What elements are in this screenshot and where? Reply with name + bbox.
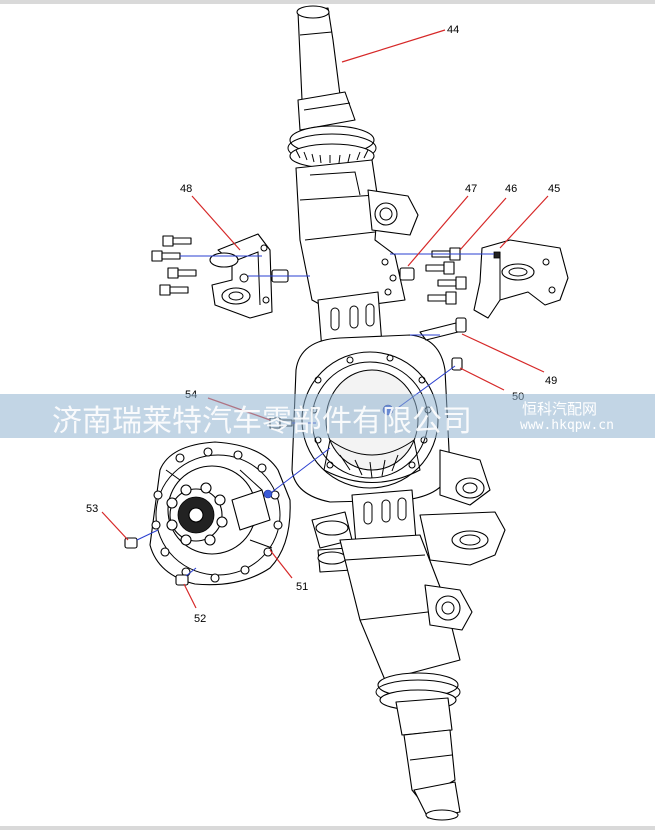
watermark-site: www.hkqpw.cn <box>520 418 614 433</box>
callout-52: 52 <box>194 613 206 625</box>
bolt-53 <box>124 537 138 549</box>
bottom-border <box>0 826 655 830</box>
pin-49 <box>419 317 467 341</box>
callout-53: 53 <box>86 503 98 515</box>
callout-51: 51 <box>296 581 308 593</box>
differential-carrier-51 <box>149 441 291 586</box>
top-border <box>0 0 655 4</box>
callout-46: 46 <box>505 183 517 195</box>
leader-lines <box>101 29 549 609</box>
callout-45: 45 <box>548 183 560 195</box>
left-bracket-48 <box>209 233 273 319</box>
bolt-52 <box>175 574 189 586</box>
callout-48: 48 <box>180 183 192 195</box>
right-bolts <box>399 247 467 305</box>
callout-49: 49 <box>545 375 557 387</box>
watermark-company: 济南瑞莱特汽车零部件有限公司 <box>52 404 472 439</box>
callout-44: 44 <box>447 24 459 36</box>
callout-47: 47 <box>465 183 477 195</box>
watermark-band <box>0 394 655 438</box>
watermark-brand: 恒科汽配网 <box>522 400 598 418</box>
right-bracket-45 <box>473 239 569 319</box>
bolt-50 <box>451 357 463 371</box>
